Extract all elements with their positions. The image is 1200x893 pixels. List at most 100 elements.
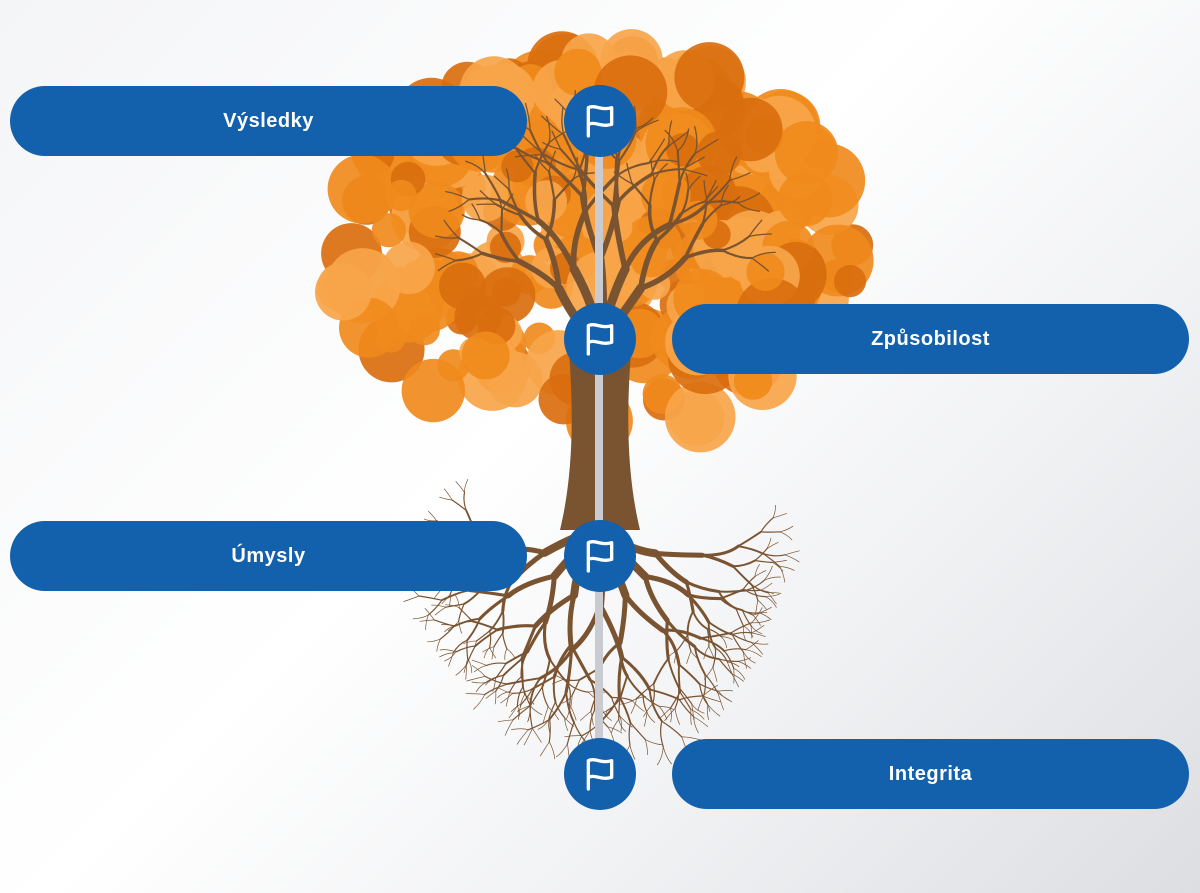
root-segment xyxy=(700,544,740,557)
root-segment xyxy=(699,637,726,652)
root-segment xyxy=(567,592,577,648)
root-segment xyxy=(466,617,481,642)
root-segment xyxy=(619,698,637,705)
branch-segment xyxy=(515,147,550,165)
branch-segment xyxy=(543,153,582,172)
branch-segment xyxy=(668,130,689,147)
root-segment xyxy=(564,717,569,731)
root-segment xyxy=(764,596,777,608)
root-segment xyxy=(754,559,774,564)
root-segment xyxy=(498,687,514,694)
root-segment xyxy=(617,592,628,646)
root-segment xyxy=(548,691,568,721)
branch-segment xyxy=(637,254,689,291)
root-segment xyxy=(607,726,623,734)
root-segment xyxy=(706,628,722,638)
root-segment xyxy=(497,719,514,723)
branch-segment xyxy=(546,116,551,144)
branch-segment xyxy=(701,204,723,226)
root-segment xyxy=(628,722,631,746)
root-segment xyxy=(552,679,564,685)
root-segment xyxy=(618,675,629,701)
root-segment xyxy=(664,708,676,722)
root-segment xyxy=(418,595,443,601)
branch-segment xyxy=(667,181,682,227)
foliage-blob xyxy=(315,263,372,321)
root-segment xyxy=(679,699,695,718)
root-segment xyxy=(548,701,557,721)
branch-segment xyxy=(541,115,565,136)
branch-segment xyxy=(524,102,531,131)
root-segment xyxy=(754,548,768,562)
branch-segment xyxy=(748,233,772,238)
branch-segment xyxy=(613,171,633,185)
foliage-blob xyxy=(439,262,486,310)
branch-segment xyxy=(546,161,585,199)
root-segment xyxy=(506,677,542,685)
root-segment xyxy=(779,531,793,541)
root-segment xyxy=(690,709,705,720)
branch-segment xyxy=(548,150,557,173)
root-segment xyxy=(652,703,659,719)
branch-segment xyxy=(668,120,673,147)
branch-segment xyxy=(647,138,666,164)
foliage-blob xyxy=(674,42,745,113)
root-segment xyxy=(690,650,700,661)
root-segment xyxy=(484,683,509,696)
branch-segment xyxy=(534,154,550,173)
root-segment xyxy=(506,648,516,659)
root-segment xyxy=(538,648,574,680)
root-segment xyxy=(784,554,800,563)
root-segment xyxy=(473,694,486,710)
root-segment xyxy=(772,513,787,519)
root-segment xyxy=(763,576,781,581)
root-segment xyxy=(737,661,752,669)
root-segment xyxy=(652,657,670,685)
root-segment xyxy=(478,594,510,621)
branch-segment xyxy=(570,209,588,273)
root-segment xyxy=(495,624,537,632)
root-segment xyxy=(529,705,543,716)
root-segment xyxy=(642,574,670,623)
branch-segment xyxy=(650,159,656,181)
branch-segment xyxy=(457,236,484,255)
root-segment xyxy=(511,728,529,731)
branch-segment xyxy=(648,178,656,207)
root-segment xyxy=(521,688,533,704)
root-segment xyxy=(466,639,469,660)
root-segment xyxy=(526,621,547,654)
level-node xyxy=(564,85,636,157)
root-segment xyxy=(588,678,597,711)
foliage-blob xyxy=(833,265,867,298)
branch-segment xyxy=(611,203,628,272)
root-segment xyxy=(737,545,765,555)
root-segment xyxy=(686,610,695,636)
root-segment xyxy=(754,564,760,577)
root-segment xyxy=(697,695,704,711)
foliage-blob xyxy=(718,97,783,162)
branch-segment xyxy=(748,219,763,238)
root-segment xyxy=(731,631,752,636)
branch-segment xyxy=(694,138,719,155)
root-segment xyxy=(516,729,529,745)
root-segment xyxy=(548,741,556,760)
root-segment xyxy=(674,686,680,710)
level-node xyxy=(564,520,636,592)
root-segment xyxy=(750,641,769,645)
branch-segment xyxy=(678,152,697,185)
branch-segment xyxy=(461,214,481,221)
root-segment xyxy=(618,641,629,678)
root-segment xyxy=(699,683,709,705)
level-label: Způsobilost xyxy=(871,327,990,350)
branch-segment xyxy=(728,156,738,182)
root-segment xyxy=(678,686,693,705)
branch-segment xyxy=(561,106,565,136)
root-segment xyxy=(610,719,620,733)
branch-segment xyxy=(454,252,484,262)
root-segment xyxy=(439,496,453,501)
root-segment xyxy=(564,648,574,694)
root-segment xyxy=(656,746,664,766)
root-segment xyxy=(745,589,766,598)
root-segment xyxy=(764,593,780,597)
root-segment xyxy=(571,679,580,696)
